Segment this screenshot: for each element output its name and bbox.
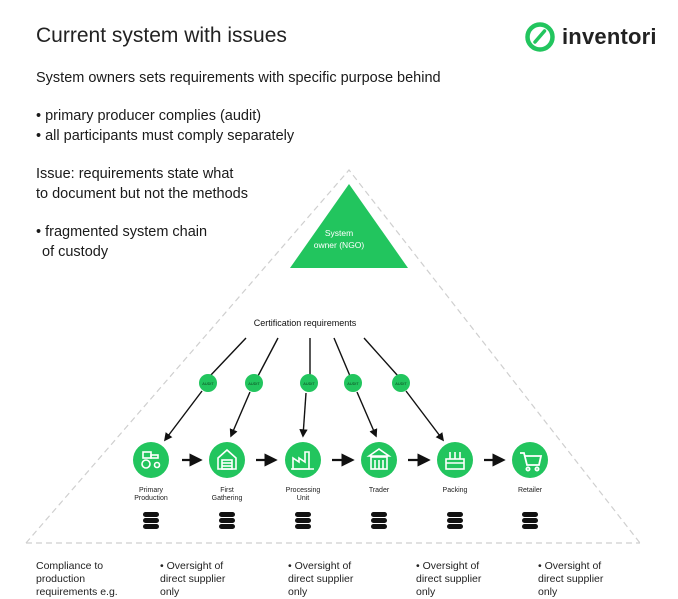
inventori-logo-icon	[525, 22, 555, 52]
audit-label-5: AUDIT	[395, 382, 407, 386]
node-label-primary-1: Primary	[139, 487, 164, 494]
bullet-all-participants: • all participants must comply separatel…	[36, 128, 295, 144]
bottom-col-4-line-0: • Oversight of	[538, 560, 602, 572]
bottom-col-1-line-1: direct supplier	[160, 573, 226, 585]
bottom-col-4-line-1: direct supplier	[538, 573, 604, 585]
cert-line-5	[363, 337, 399, 377]
owner-label-line2: owner (NGO)	[314, 240, 365, 250]
node-packing	[437, 442, 473, 478]
node-label-retailer: Retailer	[518, 487, 543, 494]
audit-arrow-1	[163, 390, 203, 442]
store-icon	[366, 448, 392, 470]
bottom-col-3-line-2: only	[416, 586, 436, 598]
node-label-gathering-2: Gathering	[212, 495, 243, 502]
bottom-col-3-line-1: direct supplier	[416, 573, 482, 585]
cart-icon	[520, 452, 543, 472]
fragmented-line-2: of custody	[42, 244, 109, 260]
node-label-gathering-1: First	[220, 487, 234, 494]
page-title: Current system with issues	[36, 24, 287, 47]
fragmented-line-1: • fragmented system chain	[36, 224, 208, 240]
audit-label-4: AUDIT	[347, 382, 359, 386]
bottom-col-0-line-0: Compliance to	[36, 560, 104, 572]
cert-line-4	[333, 337, 351, 377]
bottom-col-0-line-2: requirements e.g.	[36, 586, 118, 598]
logo-text: inventori	[562, 24, 657, 49]
bottom-col-compliance: Compliance to production requirements e.…	[36, 560, 118, 599]
database-icon	[522, 512, 538, 529]
issue-line-2: to document but not the methods	[36, 186, 248, 202]
node-label-processing-2: Unit	[297, 495, 310, 502]
bottom-col-1-line-2: only	[160, 586, 180, 598]
bottom-col-2-line-0: • Oversight of	[288, 560, 352, 572]
system-owner-triangle	[290, 184, 408, 268]
node-label-processing-1: Processing	[286, 487, 321, 494]
bottom-col-2-line-2: only	[288, 586, 308, 598]
audit-badge-4	[344, 374, 362, 392]
audit-badge-1	[199, 374, 217, 392]
bottom-col-3-line-0: • Oversight of	[416, 560, 480, 572]
audit-label-2: AUDIT	[248, 382, 260, 386]
audit-label-3: AUDIT	[303, 382, 315, 386]
audit-arrow-3	[299, 392, 308, 438]
bottom-col-oversight-2: • Oversight of direct supplier only	[288, 560, 353, 599]
owner-label-line1: System	[325, 228, 353, 238]
intro-line: System owners sets requirements with spe…	[36, 70, 441, 86]
bottom-col-1-line-0: • Oversight of	[160, 560, 224, 572]
certification-requirements-label: Certification requirements	[254, 318, 357, 328]
database-icon	[447, 512, 463, 529]
audit-badge-5	[392, 374, 410, 392]
factory-icon	[291, 451, 314, 470]
database-icon	[371, 512, 387, 529]
audit-arrow-5	[405, 390, 445, 442]
node-retailer	[512, 442, 548, 478]
bullet-primary-producer: • primary producer complies (audit)	[36, 108, 262, 124]
cert-line-1	[209, 337, 247, 377]
warehouse-icon	[217, 448, 237, 470]
outer-triangle-outline	[25, 169, 641, 544]
bottom-col-0-line-1: production	[36, 573, 86, 585]
audit-arrow-2	[229, 391, 251, 438]
tractor-icon	[141, 451, 161, 469]
bottom-col-oversight-4: • Oversight of direct supplier only	[538, 560, 603, 599]
bottom-col-oversight-3: • Oversight of direct supplier only	[416, 560, 481, 599]
audit-badge-2	[245, 374, 263, 392]
node-label-primary-2: Production	[134, 495, 168, 502]
bottom-col-2-line-1: direct supplier	[288, 573, 354, 585]
database-icon	[219, 512, 235, 529]
bottom-col-oversight-1: • Oversight of direct supplier only	[160, 560, 225, 599]
database-icon	[143, 512, 159, 529]
audit-label-1: AUDIT	[202, 382, 214, 386]
node-labels: Primary Production First Gathering Proce…	[134, 487, 542, 502]
database-icon	[295, 512, 311, 529]
cert-line-2	[257, 337, 279, 377]
node-label-packing: Packing	[443, 487, 468, 494]
node-label-trader: Trader	[369, 487, 390, 494]
packing-icon	[445, 452, 465, 470]
audit-arrow-4	[356, 391, 378, 438]
bottom-col-4-line-2: only	[538, 586, 558, 598]
inventori-logo: inventori	[524, 21, 657, 53]
database-icons	[143, 512, 538, 529]
audit-badges: AUDIT AUDIT AUDIT AUDIT AUDIT	[199, 374, 410, 392]
node-primary-production	[133, 442, 169, 478]
audit-badge-3	[300, 374, 318, 392]
issue-line-1: Issue: requirements state what	[36, 166, 234, 182]
